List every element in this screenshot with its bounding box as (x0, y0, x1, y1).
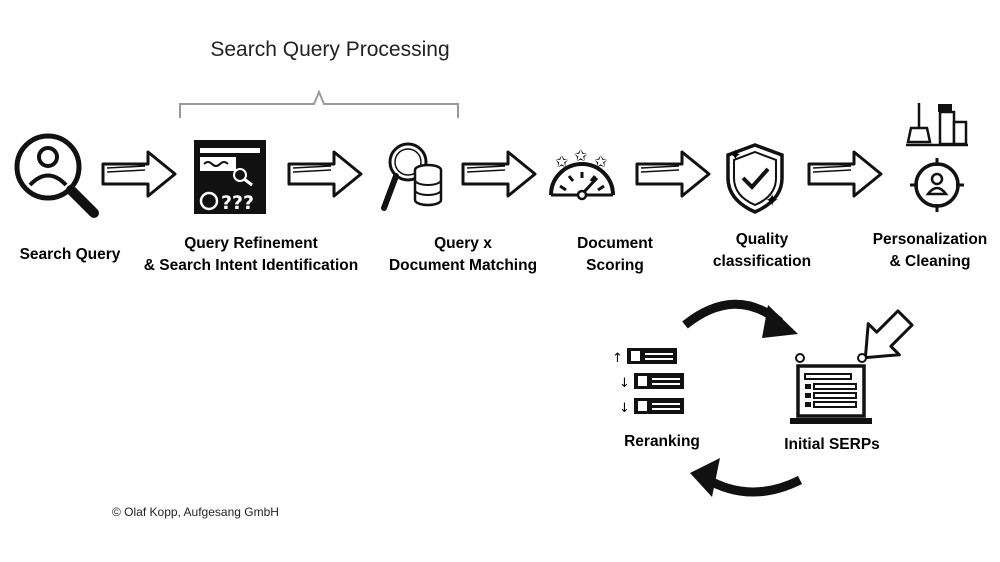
cycle-arrow-bottom (702, 474, 803, 497)
step-label-quality: Quality classification (712, 231, 812, 270)
copyright-notice: © Olaf Kopp, Aufgesang GmbH (112, 505, 279, 519)
user-search-icon (14, 133, 99, 218)
magnifier-database-icon (381, 142, 443, 211)
svg-text:???: ??? (221, 192, 254, 214)
cleaning-target-icon (906, 103, 968, 212)
step-label-search-query: Search Query (19, 246, 121, 263)
bracket (179, 89, 459, 118)
arrow-down-left (863, 309, 914, 360)
reranking-list-icon: ↑ ↓ ↓ (612, 348, 684, 416)
shield-check-icon: ✦ ✦ (726, 143, 784, 214)
svg-text:✦: ✦ (729, 146, 742, 164)
arrow-3 (461, 150, 537, 198)
serps-laptop-icon (790, 353, 872, 424)
arrow-1 (101, 150, 177, 198)
svg-text:✦: ✦ (765, 191, 779, 211)
arrow-4 (635, 150, 711, 198)
flow-arrows (101, 150, 914, 360)
arrow-5 (807, 150, 883, 198)
gauge-stars-icon: ✩ ✩ ✩ (549, 146, 615, 201)
refinement-screen-icon: ??? (194, 140, 266, 214)
cycle-arrows (682, 299, 803, 497)
step-label-scoring: Document Scoring (577, 235, 653, 274)
svg-text:✩: ✩ (594, 152, 608, 171)
svg-text:↓: ↓ (619, 376, 630, 391)
svg-text:✩: ✩ (555, 152, 569, 171)
svg-text:↑: ↑ (612, 351, 623, 366)
svg-text:↓: ↓ (619, 401, 630, 416)
reranking-label: Reranking (624, 433, 700, 450)
svg-text:✩: ✩ (574, 146, 588, 165)
step-label-matching: Query x Document Matching (388, 235, 538, 274)
step-label-query-refinement: Query Refinement & Search Intent Identif… (143, 235, 359, 274)
step-label-personalization: Personalization & Cleaning (872, 231, 988, 270)
arrow-2 (287, 150, 363, 198)
initial-serps-label: Initial SERPs (784, 436, 880, 453)
diagram-title: Search Query Processing (210, 38, 450, 61)
